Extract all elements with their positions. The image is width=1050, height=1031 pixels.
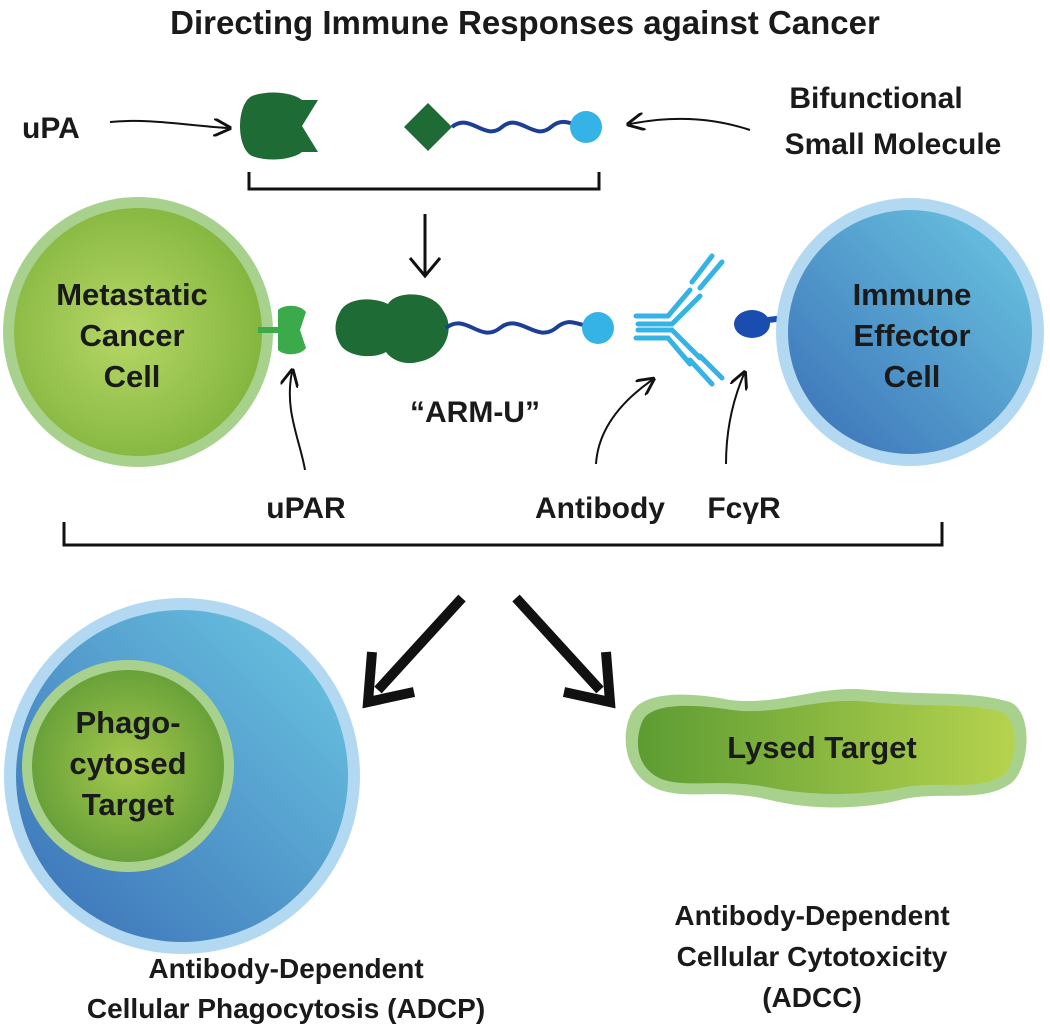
fcgr-receptor (734, 310, 770, 338)
arm-u-linker-wave (444, 320, 591, 335)
upar-arrow (290, 372, 306, 471)
lysed-label: Lysed Target (727, 730, 917, 765)
phago-label-line2: cytosed (69, 746, 186, 781)
metastatic-cancer-cell (14, 208, 262, 456)
linker-wave (450, 119, 585, 134)
arm-u-sphere (582, 312, 614, 344)
fcgr-label: FcγR (707, 492, 781, 525)
small-molecule-sphere (570, 111, 602, 143)
upa-molecule (240, 92, 318, 160)
right-bold-arrow-head (562, 651, 616, 709)
metastatic-label-line2: Cancer (79, 318, 184, 353)
upa-label: uPA (22, 112, 80, 145)
top-bracket (247, 172, 601, 191)
phago-label-line1: Phago- (75, 705, 180, 740)
upar-receptor (278, 305, 306, 355)
left-bold-arrow-line (374, 594, 466, 694)
down-arrow-head (408, 257, 442, 279)
upar-label: uPAR (266, 492, 346, 525)
fcgr-arrow (725, 374, 744, 465)
phago-label-line3: Target (82, 787, 174, 822)
lysed-target (637, 700, 1015, 794)
antibody-arrow (595, 380, 652, 465)
bifunctional-label-line1: Bifunctional (789, 82, 962, 115)
immune-label-line2: Effector (853, 318, 970, 353)
immune-label-line1: Immune (853, 277, 972, 312)
adcc-caption-line1: Antibody-Dependent (674, 900, 949, 931)
upa-arrow (109, 121, 228, 128)
middle-bracket (62, 522, 944, 547)
adcp-caption-line2: Cellular Phagocytosis (ADCP) (87, 993, 485, 1024)
metastatic-label-line3: Cell (104, 359, 161, 394)
figure-title: Directing Immune Responses against Cance… (170, 4, 880, 41)
adcp-caption-line1: Antibody-Dependent (148, 953, 423, 984)
adcc-caption-line3: (ADCC) (762, 982, 862, 1013)
diamond-icon (404, 103, 452, 151)
immune-label-line3: Cell (884, 359, 941, 394)
bifunctional-arrow (630, 119, 751, 130)
immune-effector-cell (788, 210, 1032, 454)
left-bold-arrow-head (362, 651, 416, 709)
bifunctional-label-line2: Small Molecule (785, 128, 1002, 161)
antibody-icon (633, 253, 725, 387)
metastatic-label-line1: Metastatic (56, 277, 208, 312)
phagocytosed-target (32, 670, 224, 862)
antibody-label: Antibody (535, 492, 665, 525)
right-bold-arrow-line (512, 594, 604, 694)
adcc-caption-line2: Cellular Cytotoxicity (677, 941, 948, 972)
arm-u-upa-complex (335, 294, 449, 364)
arm-u-label: “ARM-U” (410, 396, 540, 429)
